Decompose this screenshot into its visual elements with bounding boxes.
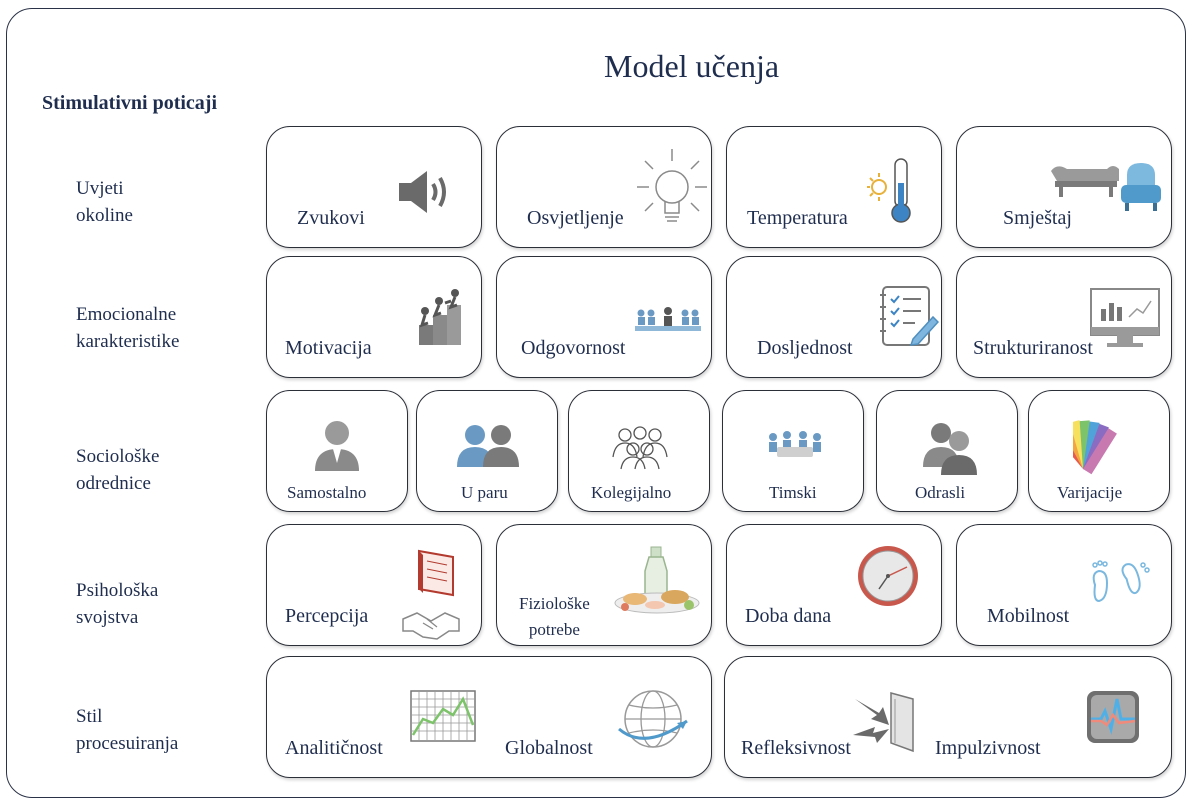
two-people-icon [457,425,519,467]
footprints-icon [1092,560,1150,603]
climbing-people-icon [419,289,461,345]
card-analiticnost-globalnost: Analitičnost Globalnost [266,656,712,778]
diagram-subtitle: Stimulativni poticaji [42,92,218,114]
card-label-osvjetljenje: Osvjetljenje [527,207,624,229]
pulse-icon [1087,691,1139,743]
card-label-fizioloske-potrebe: Fiziološke potrebe [519,594,590,639]
card-label-timski: Timski [769,483,817,502]
card-temperatura: Temperatura [726,126,942,248]
card-mobilnost: Mobilnost [956,524,1172,646]
card-label-u-paru: U paru [461,483,508,502]
card-label-mobilnost: Mobilnost [987,605,1070,627]
diagram-title: Model učenja [604,48,780,84]
card-label-impulzivnost: Impulzivnost [935,737,1041,759]
reflect-arrow-icon [853,692,914,753]
row-label-psiholoska-svojstva: Psihološka svojstva [76,580,159,628]
meeting-icon [635,307,701,331]
furniture-icon [1051,163,1161,211]
color-swatch-icon [1073,420,1117,475]
card-strukturiranost: Strukturiranost [956,256,1172,378]
card-label-strukturiranost: Strukturiranost [973,337,1093,359]
book-handshake-icon [402,549,460,640]
card-zvukovi: Zvukovi [266,126,482,248]
row-label-socioloske-odrednice: Sociološke odrednice [76,446,160,494]
card-dosljednost: Dosljednost [726,256,942,378]
card-label-doba-dana: Doba dana [745,605,832,627]
card-varijacije: Varijacije [1028,390,1170,512]
grid-chart-icon [410,690,476,742]
card-label-zvukovi: Zvukovi [297,207,365,229]
card-label-varijacije: Varijacije [1057,483,1123,502]
card-refleksivnost-impulzivnost: Refleksivnost Impulzivnost [724,656,1172,778]
card-percepcija: Percepcija [266,524,482,646]
thermometer-sun-icon [867,158,911,223]
card-label-samostalno: Samostalno [287,483,367,502]
row-label-emocionalne-karakteristike: Emocionalne karakteristike [76,304,180,352]
speaker-icon [399,171,446,213]
group-outline-icon [612,426,668,470]
card-label-dosljednost: Dosljednost [757,337,853,359]
card-samostalno: Samostalno [266,390,408,512]
team-table-icon [769,431,821,457]
card-label-smjestaj: Smještaj [1003,207,1072,229]
card-motivacija: Motivacija [266,256,482,378]
card-odgovornost: Odgovornost [496,256,712,378]
card-osvjetljenje: Osvjetljenje [496,126,712,248]
card-label-globalnost: Globalnost [505,737,593,759]
single-person-icon [315,421,359,471]
row-label-stil-procesuiranja: Stil procesuiranja [76,706,179,754]
globe-icon [618,690,688,748]
card-label-kolegijalno: Kolegijalno [591,483,672,502]
card-smjestaj: Smještaj [956,126,1172,248]
diagram-frame [6,8,1186,798]
food-icon [614,546,700,614]
card-label-odrasli: Odrasli [915,483,966,502]
card-label-refleksivnost: Refleksivnost [741,737,851,759]
card-fizioloske-potrebe: Fiziološke potrebe [496,524,712,646]
card-label-odgovornost: Odgovornost [521,337,626,359]
card-u-paru: U paru [416,390,558,512]
card-kolegijalno: Kolegijalno [568,390,710,512]
card-label-motivacija: Motivacija [285,337,372,359]
card-label-analiticnost: Analitičnost [285,737,383,759]
checklist-icon [880,286,939,346]
adults-icon [923,423,977,475]
card-odrasli: Odrasli [876,390,1018,512]
card-label-temperatura: Temperatura [747,207,848,229]
card-timski: Timski [722,390,864,512]
row-label-uvjeti-okoline: Uvjeti okoline [76,178,133,226]
card-label-percepcija: Percepcija [285,605,369,627]
monitor-chart-icon [1090,288,1160,347]
card-doba-dana: Doba dana [726,524,942,646]
clock-icon [858,546,918,606]
lightbulb-icon [637,149,707,222]
